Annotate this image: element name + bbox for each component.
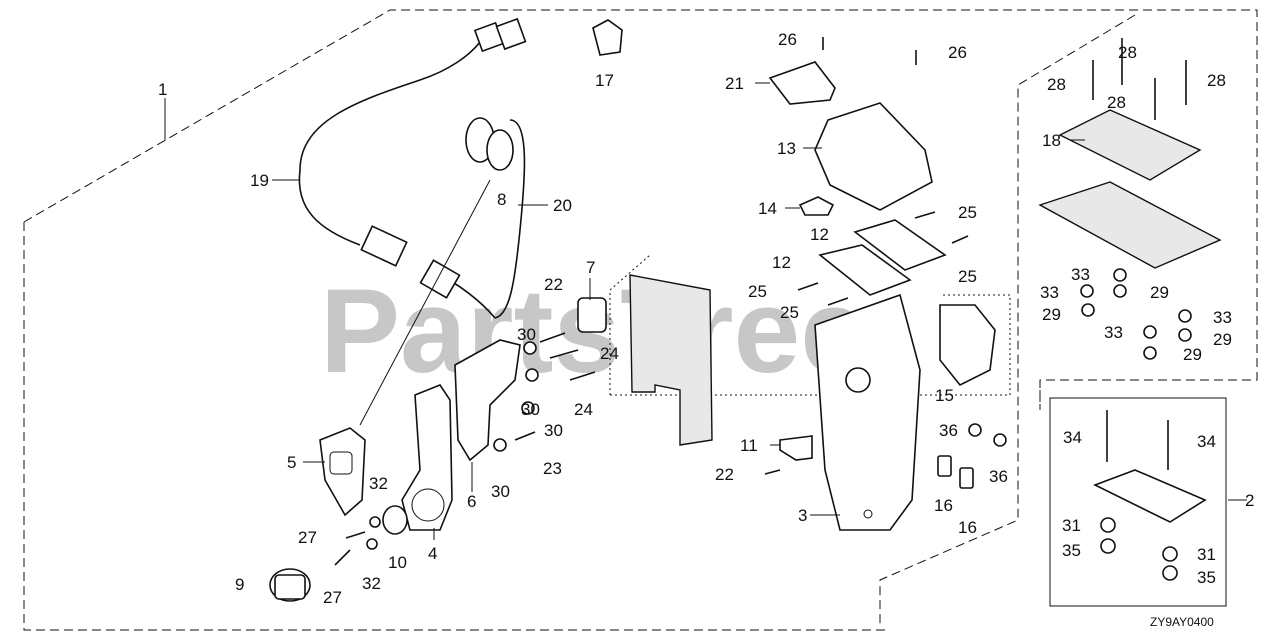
label-27a[interactable]: 27 xyxy=(298,528,317,547)
fasteners xyxy=(334,37,1192,581)
part-11-clip xyxy=(779,435,813,461)
part-7-bushing xyxy=(577,297,607,333)
part-15-plate xyxy=(939,304,996,387)
label-30d[interactable]: 30 xyxy=(491,482,510,501)
label-28a[interactable]: 28 xyxy=(1047,75,1066,94)
label-30b[interactable]: 30 xyxy=(521,400,540,419)
label-32b[interactable]: 32 xyxy=(362,574,381,593)
gasket-plate xyxy=(629,274,713,446)
label-16a[interactable]: 16 xyxy=(934,496,953,515)
label-30c[interactable]: 30 xyxy=(544,421,563,440)
label-20[interactable]: 20 xyxy=(553,196,572,215)
label-16b[interactable]: 16 xyxy=(958,518,977,537)
label-24a[interactable]: 24 xyxy=(600,344,619,363)
part-6-bracket xyxy=(454,339,521,462)
label-17[interactable]: 17 xyxy=(595,71,614,90)
label-30a[interactable]: 30 xyxy=(517,325,536,344)
label-29a[interactable]: 29 xyxy=(1150,283,1169,302)
label-26a[interactable]: 26 xyxy=(778,30,797,49)
label-26b[interactable]: 26 xyxy=(948,43,967,62)
part-5-cover xyxy=(319,427,366,517)
label-34b[interactable]: 34 xyxy=(1197,432,1216,451)
part-18-gasket xyxy=(1058,109,1202,181)
label-5[interactable]: 5 xyxy=(287,453,296,472)
label-28b[interactable]: 28 xyxy=(1118,43,1137,62)
sub-assembly-boundary xyxy=(879,14,1136,628)
label-19[interactable]: 19 xyxy=(250,171,269,190)
part-36-a xyxy=(968,423,982,437)
part-12-bracket-b xyxy=(818,244,912,296)
label-25c[interactable]: 25 xyxy=(748,282,767,301)
part-12-bracket-a xyxy=(853,219,947,271)
label-31a[interactable]: 31 xyxy=(1062,516,1081,535)
label-21[interactable]: 21 xyxy=(725,74,744,93)
assembly-boundary xyxy=(23,9,1258,631)
part-4-arm xyxy=(401,384,453,531)
part-labels: 1 2 3 4 5 6 7 8 9 10 11 12 12 13 14 15 1… xyxy=(158,30,1254,607)
label-8[interactable]: 8 xyxy=(497,190,506,209)
label-12b[interactable]: 12 xyxy=(772,253,791,272)
label-33a[interactable]: 33 xyxy=(1071,265,1090,284)
label-13[interactable]: 13 xyxy=(777,139,796,158)
part-28-bolts xyxy=(1092,38,1187,120)
diagram-code: ZY9AY0400 xyxy=(1150,615,1214,629)
label-29d[interactable]: 29 xyxy=(1183,345,1202,364)
label-23[interactable]: 23 xyxy=(543,459,562,478)
label-36b[interactable]: 36 xyxy=(989,467,1008,486)
part-36-b xyxy=(993,433,1007,447)
label-24b[interactable]: 24 xyxy=(574,400,593,419)
part-10 xyxy=(382,505,408,535)
leader-5 xyxy=(359,179,491,426)
part-17-clip xyxy=(592,19,623,56)
gasket-plate-right xyxy=(1038,181,1222,269)
label-25d[interactable]: 25 xyxy=(780,303,799,322)
label-27b[interactable]: 27 xyxy=(323,588,342,607)
label-6[interactable]: 6 xyxy=(467,492,476,511)
part-13-cover xyxy=(814,102,933,211)
label-33c[interactable]: 33 xyxy=(1213,308,1232,327)
label-25a[interactable]: 25 xyxy=(958,203,977,222)
shading-outline xyxy=(609,254,1011,396)
label-22a[interactable]: 22 xyxy=(544,275,563,294)
label-31b[interactable]: 31 xyxy=(1197,545,1216,564)
part-21-strip xyxy=(768,61,836,105)
label-22b[interactable]: 22 xyxy=(715,465,734,484)
part-2-block xyxy=(1092,469,1207,523)
label-35b[interactable]: 35 xyxy=(1197,568,1216,587)
label-28c[interactable]: 28 xyxy=(1107,93,1126,112)
label-14[interactable]: 14 xyxy=(758,199,777,218)
label-18[interactable]: 18 xyxy=(1042,131,1061,150)
label-33b[interactable]: 33 xyxy=(1040,283,1059,302)
label-29c[interactable]: 29 xyxy=(1213,330,1232,349)
label-29b[interactable]: 29 xyxy=(1042,305,1061,324)
label-1[interactable]: 1 xyxy=(158,80,167,99)
label-34a[interactable]: 34 xyxy=(1063,428,1082,447)
label-2[interactable]: 2 xyxy=(1245,491,1254,510)
label-4[interactable]: 4 xyxy=(428,544,437,563)
label-7[interactable]: 7 xyxy=(586,258,595,277)
label-10[interactable]: 10 xyxy=(388,553,407,572)
label-33d[interactable]: 33 xyxy=(1104,323,1123,342)
leader-lines xyxy=(164,82,1247,540)
label-11[interactable]: 11 xyxy=(740,436,758,455)
part-3-housing xyxy=(814,293,921,531)
part-20-cable xyxy=(419,119,526,319)
part-2-box xyxy=(1049,397,1227,607)
label-28d[interactable]: 28 xyxy=(1207,71,1226,90)
label-15[interactable]: 15 xyxy=(935,386,954,405)
label-35a[interactable]: 35 xyxy=(1062,541,1081,560)
label-9[interactable]: 9 xyxy=(235,575,244,594)
label-3[interactable]: 3 xyxy=(798,506,807,525)
part-8-grommet xyxy=(465,117,514,171)
part-9-grommet xyxy=(269,568,311,602)
part-16-clip-a xyxy=(937,455,952,477)
part-14-clip xyxy=(798,196,835,216)
part-19-cable xyxy=(298,17,527,267)
label-25b[interactable]: 25 xyxy=(958,267,977,286)
label-12a[interactable]: 12 xyxy=(810,225,829,244)
part-16-clip-b xyxy=(959,467,974,489)
label-36a[interactable]: 36 xyxy=(939,421,958,440)
label-32a[interactable]: 32 xyxy=(369,474,388,493)
